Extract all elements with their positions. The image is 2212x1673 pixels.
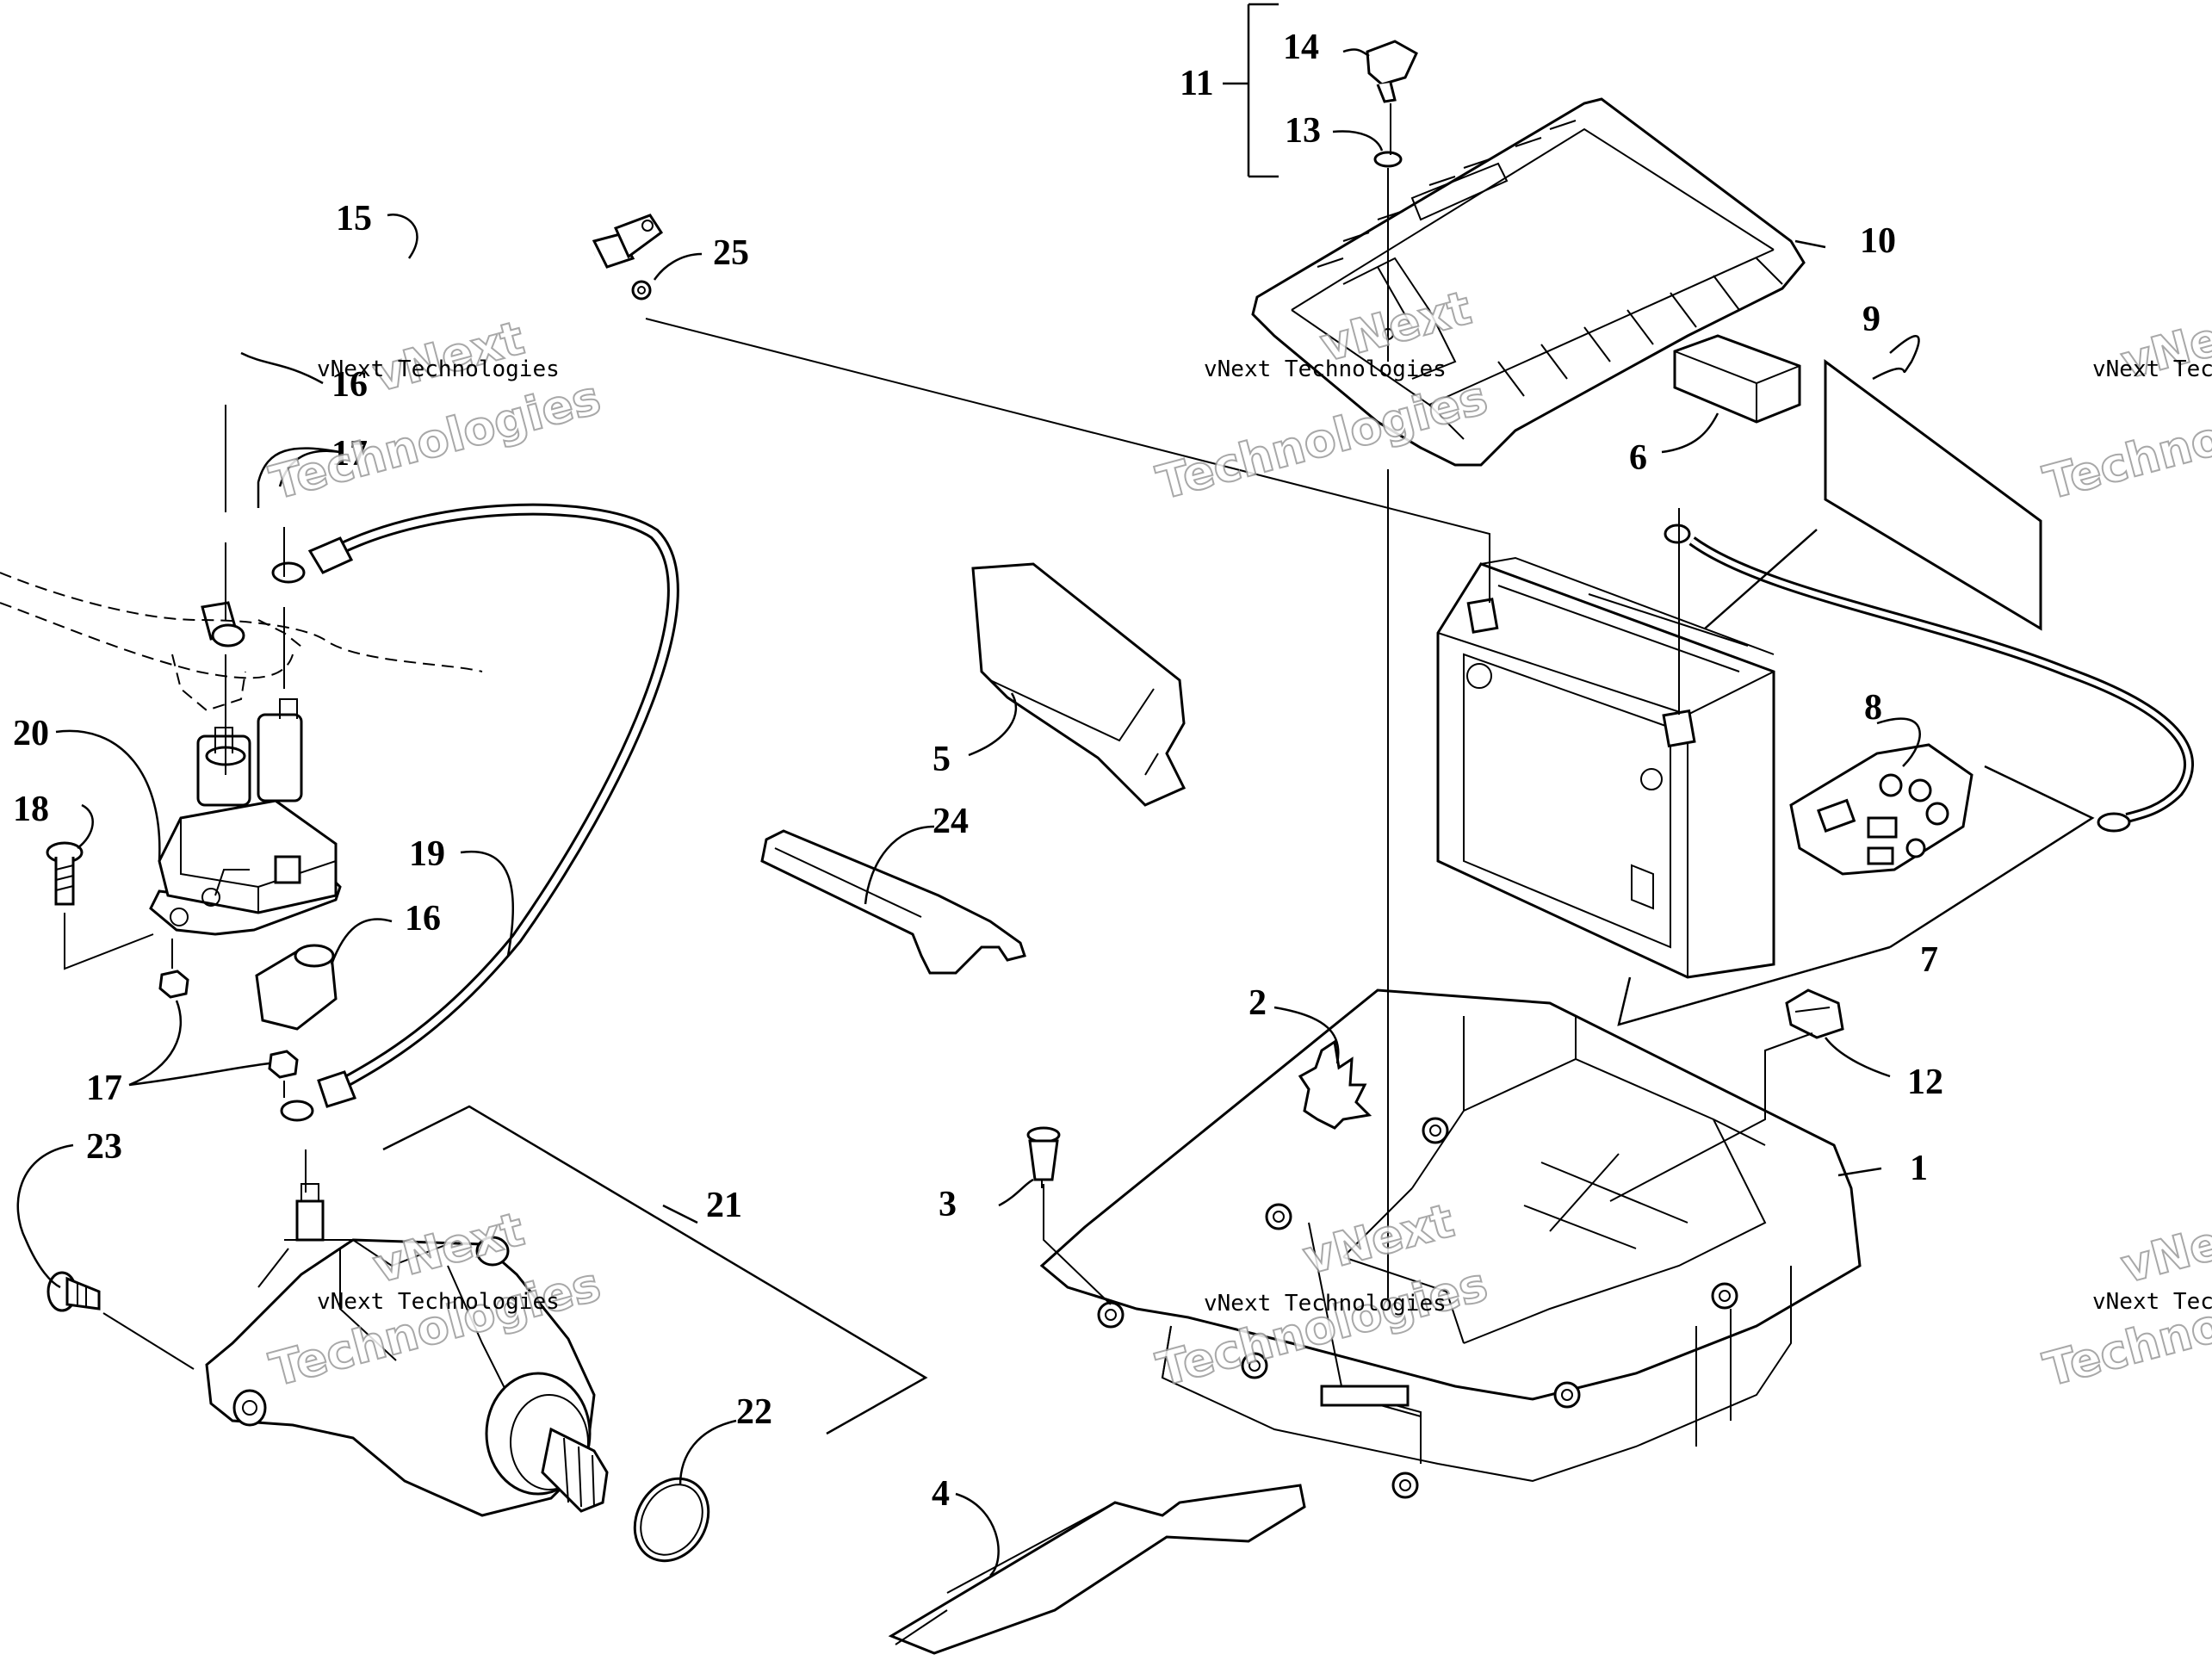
svg-text:vNext Technologies: vNext Technologies <box>317 356 560 382</box>
foam-pad <box>1298 1039 1372 1130</box>
callout-21: 21 <box>706 1186 742 1225</box>
negative-cable-inner <box>1690 538 2192 821</box>
nut-3 <box>158 970 189 999</box>
insulator-pad <box>888 1484 1306 1655</box>
callout-14: 14 <box>1283 28 1319 67</box>
nut-4 <box>268 1050 299 1079</box>
callout-15: 15 <box>336 199 372 239</box>
callout-22: 22 <box>736 1392 772 1432</box>
callout-19: 19 <box>409 834 445 874</box>
lock-washer-25-inner <box>637 286 646 294</box>
cable-19 <box>337 503 679 1091</box>
starter-motor <box>205 1183 609 1517</box>
svg-text:Technologies: Technologies <box>2038 370 2212 511</box>
svg-text:vNext Technologies: vNext Technologies <box>1204 356 1447 382</box>
push-rivet <box>1026 1126 1061 1181</box>
callout-17-lower: 17 <box>86 1069 122 1108</box>
callout-24: 24 <box>933 802 969 841</box>
bolt-23 <box>46 1271 101 1312</box>
callout-16-lower: 16 <box>405 899 441 939</box>
callout-11: 11 <box>1180 64 1214 103</box>
callout-5: 5 <box>933 740 951 779</box>
leader-lines <box>16 3 2095 1577</box>
retainer-clip <box>1785 988 1844 1039</box>
o-ring <box>633 1477 710 1563</box>
watermark-bottomright: vNext Technologies vNext Technologies <box>2037 1201 2212 1398</box>
cable-15-end <box>201 214 664 648</box>
solenoid-studs <box>214 698 298 753</box>
terminal-boot-lower <box>255 944 338 1031</box>
callout-7: 7 <box>1920 940 1938 980</box>
callout-12: 12 <box>1907 1063 1943 1102</box>
terminal-kit <box>1789 743 1973 876</box>
callout-1: 1 <box>1910 1149 1928 1188</box>
svg-text:vNext: vNext <box>2116 1202 2212 1294</box>
negative-cable-ends <box>1664 524 2131 833</box>
svg-text:vNext Technologies: vNext Technologies <box>2092 356 2212 382</box>
callout-8: 8 <box>1864 688 1882 728</box>
callout-25: 25 <box>713 233 749 273</box>
screw-18 <box>46 841 84 906</box>
callout-13: 13 <box>1285 111 1321 151</box>
callout-6: 6 <box>1629 438 1647 478</box>
starter-solenoid <box>149 713 342 936</box>
cable-19-inner <box>338 505 677 1088</box>
label-sheet <box>1824 359 2042 631</box>
washer-13 <box>1373 151 1403 168</box>
callout-16-top: 16 <box>331 365 368 405</box>
callout-9: 9 <box>1862 300 1881 339</box>
o-ring-inner <box>640 1484 703 1556</box>
battery-tray <box>1039 988 1862 1499</box>
svg-text:vNext Technologies: vNext Technologies <box>2092 1289 2212 1315</box>
watermark-topright: vNext Technologies vNext Technologies <box>2037 297 2212 511</box>
callout-labels: 1 2 3 4 5 6 7 8 9 10 11 12 13 14 15 16 1… <box>13 28 1943 1514</box>
battery <box>1436 556 1775 979</box>
lock-washer-25 <box>631 280 652 301</box>
protective-sheet <box>971 562 1187 807</box>
callout-17-top: 17 <box>331 434 368 474</box>
wrench <box>760 829 1026 975</box>
callout-18: 18 <box>13 790 49 829</box>
callout-20: 20 <box>13 714 49 753</box>
svg-text:vNext Technologies: vNext Technologies <box>317 1289 560 1315</box>
cable-19-ends <box>271 536 356 1122</box>
key-14 <box>1366 40 1418 103</box>
callout-2: 2 <box>1249 983 1267 1023</box>
cable-15-inner <box>53 239 595 619</box>
callout-4: 4 <box>932 1474 950 1514</box>
battery-cover <box>1251 97 1806 467</box>
svg-text:vNext Technologies: vNext Technologies <box>1204 1291 1447 1317</box>
foam-block <box>1673 334 1801 424</box>
callout-23: 23 <box>86 1127 122 1167</box>
callout-3: 3 <box>939 1185 957 1224</box>
callout-10: 10 <box>1860 221 1896 261</box>
